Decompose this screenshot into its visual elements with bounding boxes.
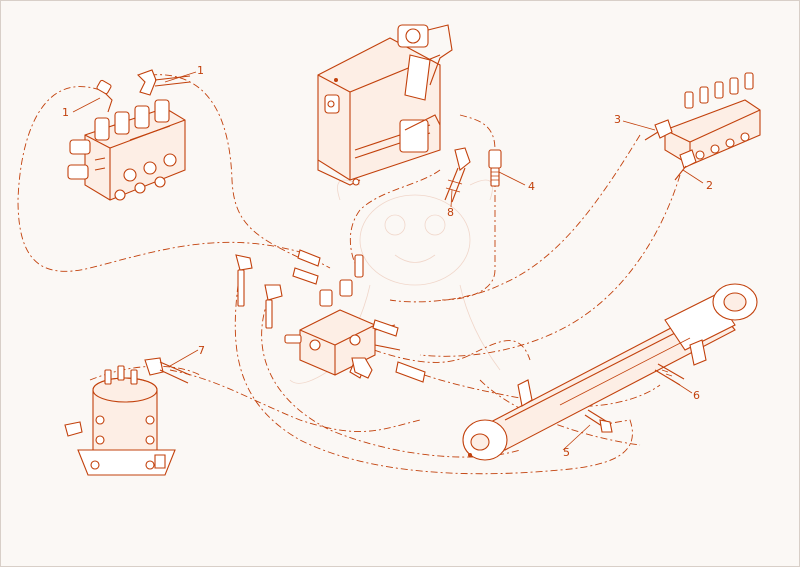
callout-6: 6 [693,389,700,402]
fitting-4 [488,149,502,187]
callout-8: 8 [447,206,454,219]
leader-lines [72,71,704,451]
hose-fitting-1-right [136,69,191,96]
directional-valve-block [664,72,761,166]
hose-fitting-2 [674,149,697,181]
main-control-valve [67,99,186,201]
callout-4: 4 [528,180,535,193]
hydraulic-tank [317,24,453,186]
hose-routing-lines [17,74,681,475]
hose-fitting-8 [444,147,471,203]
hose-fitting-7 [144,357,191,384]
hose-fitting-5 [584,409,613,433]
loose-fittings-center [235,249,426,383]
hydraulic-cylinder [462,283,758,461]
callout-3: 3 [614,113,621,126]
hose-fitting-3 [644,119,673,141]
callout-1-left: 1 [62,106,69,119]
callout-2: 2 [706,179,713,192]
callout-labels: 1 1 2 3 4 5 6 7 8 [62,64,713,459]
hose-fitting-1-left [96,79,113,113]
callout-5: 5 [563,446,570,459]
callout-7: 7 [198,344,205,357]
rotary-joint [64,365,176,476]
callout-1-right: 1 [197,64,204,77]
